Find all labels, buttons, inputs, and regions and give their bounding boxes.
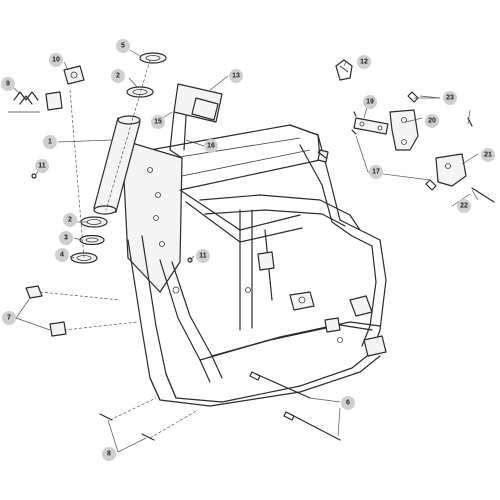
svg-text:12: 12: [360, 59, 368, 66]
callout-4: 4: [55, 248, 69, 262]
callout-20: 20: [425, 114, 439, 128]
callout-7: 7: [2, 311, 16, 325]
svg-text:16: 16: [207, 143, 215, 150]
callout-22: 22: [457, 199, 471, 213]
callout-3: 3: [59, 231, 73, 245]
main-frame: [121, 124, 387, 407]
callout-11-left: 11: [35, 159, 49, 173]
callout-17: 17: [369, 165, 383, 179]
svg-text:23: 23: [446, 95, 454, 102]
long-bolts: [249, 371, 341, 441]
leader-lines: [13, 49, 479, 453]
svg-text:6: 6: [346, 400, 350, 407]
rear-bracket-upper: [389, 109, 419, 151]
callout-19: 19: [363, 95, 377, 109]
electrical-module: [169, 83, 223, 159]
svg-text:21: 21: [484, 152, 492, 159]
callout-1: 1: [43, 135, 57, 149]
bottom-seal-ring: [70, 252, 98, 264]
svg-text:1: 1: [48, 139, 52, 146]
svg-text:9: 9: [6, 81, 10, 88]
rear-bracket-plate: [353, 117, 389, 135]
svg-text:4: 4: [60, 252, 64, 259]
top-seal-ring: [139, 52, 167, 64]
callout-8: 8: [102, 447, 116, 461]
small-screws: [31, 173, 193, 263]
svg-text:5: 5: [121, 43, 125, 50]
callout-2-top: 2: [111, 69, 125, 83]
svg-text:15: 15: [154, 119, 162, 126]
svg-text:17: 17: [372, 169, 380, 176]
steering-head-tube: [93, 115, 141, 215]
callout-6: 6: [341, 396, 355, 410]
spacer-bushing: [45, 91, 63, 111]
svg-text:8: 8: [107, 451, 111, 458]
bottom-bearing: [80, 216, 108, 228]
bottom-spacer-ring: [79, 234, 105, 246]
callout-16: 16: [204, 139, 218, 153]
callout-5: 5: [116, 39, 130, 53]
svg-text:11: 11: [199, 253, 207, 260]
svg-text:20: 20: [428, 118, 436, 125]
callout-11-center: 11: [196, 249, 210, 263]
svg-text:7: 7: [7, 315, 11, 322]
svg-text:22: 22: [460, 203, 468, 210]
pins: [99, 413, 155, 441]
callout-21: 21: [481, 148, 495, 162]
svg-text:2: 2: [116, 73, 120, 80]
cable-clip: [63, 65, 85, 85]
callout-2-bottom: 2: [63, 213, 77, 227]
svg-text:3: 3: [64, 235, 68, 242]
callout-10: 10: [49, 53, 63, 67]
rear-bracket-lower: [435, 153, 467, 187]
harness-clips: [8, 91, 40, 113]
nuts: [25, 285, 67, 337]
callout-23: 23: [443, 91, 457, 105]
svg-text:2: 2: [68, 217, 72, 224]
callout-12: 12: [357, 55, 371, 69]
svg-text:13: 13: [232, 73, 240, 80]
callout-9: 9: [1, 77, 15, 91]
top-bearing: [126, 86, 154, 98]
callout-13: 13: [229, 69, 243, 83]
svg-text:10: 10: [52, 57, 60, 64]
hose-clip: [335, 59, 353, 81]
callout-15: 15: [151, 115, 165, 129]
svg-text:19: 19: [366, 99, 374, 106]
svg-text:11: 11: [38, 163, 46, 170]
